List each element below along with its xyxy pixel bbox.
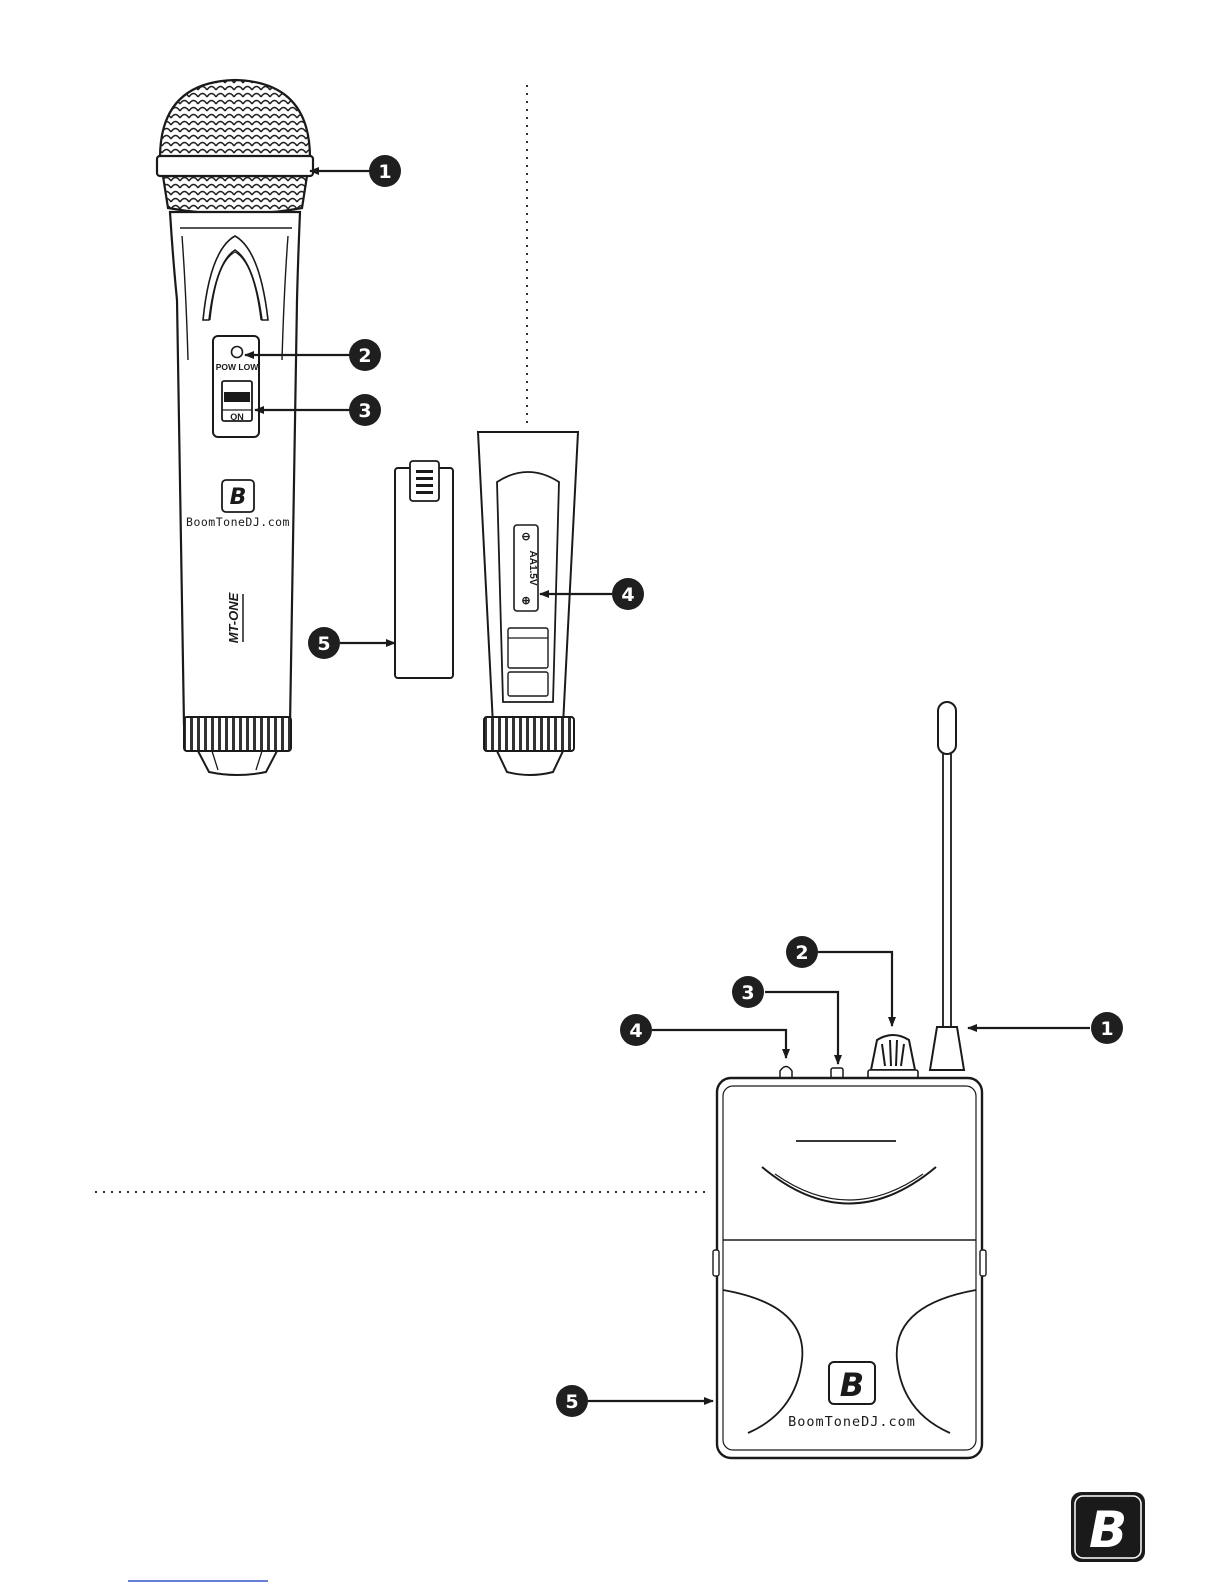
- switch-label: ON: [230, 412, 244, 422]
- tx-callout-2-label: 2: [795, 942, 808, 964]
- tx-callout-3: 3: [732, 976, 764, 1008]
- microphone-handle: [170, 212, 300, 725]
- tx-callout-5-label: 5: [565, 1391, 578, 1413]
- mic-callout-3-label: 3: [358, 400, 371, 422]
- grille-ring: [157, 156, 313, 176]
- transmitter-brand-mark: B: [840, 1366, 864, 1404]
- tx-callout-1: 1: [1091, 1012, 1123, 1044]
- brand-url: BoomToneDJ.com: [186, 515, 290, 529]
- bottom-collar: [184, 717, 291, 751]
- mic-callout-2: 2: [349, 339, 381, 371]
- footer-logo-mark: B: [1089, 1501, 1127, 1559]
- tx-arrow-3: [765, 992, 838, 1064]
- callout-badges: 1 2 3 4 5 1 2 3 4 5: [308, 155, 1123, 1417]
- mic-callout-5-label: 5: [317, 633, 330, 655]
- body-bottom-collar: [484, 717, 574, 751]
- tx-callout-2: 2: [786, 936, 818, 968]
- brand-logo-mark: B: [230, 485, 247, 510]
- battery-cover: [395, 461, 453, 678]
- handheld-microphone: POW LOW ON B BoomToneDJ.com MT-ONE: [157, 80, 313, 775]
- bottom-cap: [198, 751, 277, 775]
- model-name: MT-ONE: [226, 592, 243, 643]
- tx-callout-5: 5: [556, 1385, 588, 1417]
- mic-callout-2-label: 2: [358, 345, 371, 367]
- mic-callout-1-label: 1: [378, 161, 391, 183]
- tx-callout-3-label: 3: [741, 982, 754, 1004]
- battery-plus: ⊕: [521, 595, 530, 607]
- cover-latch: [410, 461, 439, 501]
- bodypack-transmitter: B BoomToneDJ.com: [713, 702, 986, 1458]
- antenna: [930, 702, 964, 1070]
- tx-callout-1-label: 1: [1100, 1018, 1113, 1040]
- led-label: POW LOW: [216, 362, 259, 372]
- mic-callout-5: 5: [308, 627, 340, 659]
- battery-label: AA1.5V: [527, 550, 538, 585]
- battery-minus: ⊖: [521, 531, 530, 543]
- mic-callout-4-label: 4: [621, 584, 634, 606]
- tx-callout-4-label: 4: [629, 1020, 642, 1042]
- tx-arrow-2: [818, 952, 892, 1026]
- open-microphone-body: ⊖ ⊕ AA1.5V: [478, 432, 578, 775]
- mic-callout-3: 3: [349, 394, 381, 426]
- power-led-icon: [232, 347, 243, 358]
- tx-callout-4: 4: [620, 1014, 652, 1046]
- transmitter-brand-url: BoomToneDJ.com: [788, 1414, 916, 1430]
- footer-brand-logo: B: [1071, 1492, 1145, 1562]
- transmitter-led: [780, 1067, 792, 1079]
- mic-callout-1: 1: [369, 155, 401, 187]
- microphone-grille: [157, 80, 313, 214]
- tx-arrow-4: [652, 1030, 786, 1058]
- mute-switch[interactable]: [831, 1068, 843, 1078]
- mic-callout-4: 4: [612, 578, 644, 610]
- model-label: MT-ONE: [226, 592, 241, 643]
- volume-knob[interactable]: [868, 1035, 918, 1078]
